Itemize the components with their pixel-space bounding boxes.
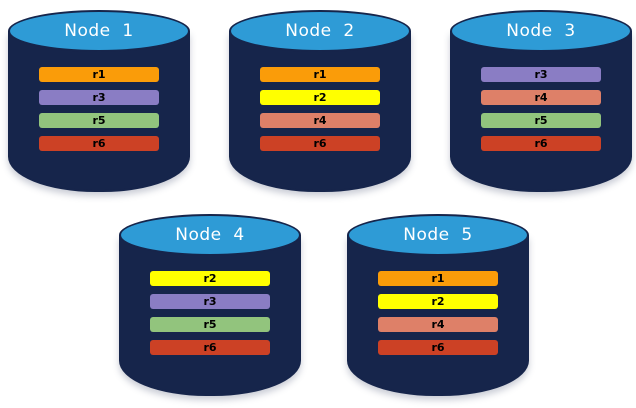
- replica-r5[interactable]: r5: [38, 113, 160, 128]
- cylinder-body: [347, 235, 529, 396]
- replica-r4[interactable]: r4: [480, 90, 602, 105]
- replica-r6[interactable]: r6: [377, 340, 499, 355]
- replica-r3[interactable]: r3: [149, 294, 271, 309]
- replica-r1[interactable]: r1: [38, 67, 160, 82]
- replica-r1[interactable]: r1: [259, 67, 381, 82]
- replica-list: r3 r4 r5 r6: [450, 67, 632, 151]
- replica-r6[interactable]: r6: [480, 136, 602, 151]
- replica-r4[interactable]: r4: [377, 317, 499, 332]
- replica-list: r1 r2 r4 r6: [347, 271, 529, 355]
- replica-r4[interactable]: r4: [259, 113, 381, 128]
- cylinder-top-ellipse: [347, 214, 529, 256]
- cylinder-top-ellipse: [8, 10, 190, 52]
- replica-list: r1 r2 r4 r6: [229, 67, 411, 151]
- replica-r3[interactable]: r3: [480, 67, 602, 82]
- replica-r6[interactable]: r6: [149, 340, 271, 355]
- cylinder-top-ellipse: [450, 10, 632, 52]
- cylinder-body: [229, 31, 411, 192]
- replica-list: r2 r3 r5 r6: [119, 271, 301, 355]
- replica-r6[interactable]: r6: [259, 136, 381, 151]
- cylinder-top-ellipse: [119, 214, 301, 256]
- replica-r5[interactable]: r5: [480, 113, 602, 128]
- replica-r2[interactable]: r2: [149, 271, 271, 286]
- cylinder-body: [450, 31, 632, 192]
- replica-r3[interactable]: r3: [38, 90, 160, 105]
- cylinder-top-ellipse: [229, 10, 411, 52]
- replica-r5[interactable]: r5: [149, 317, 271, 332]
- cylinder-body: [119, 235, 301, 396]
- replica-r2[interactable]: r2: [259, 90, 381, 105]
- replica-r6[interactable]: r6: [38, 136, 160, 151]
- replica-r1[interactable]: r1: [377, 271, 499, 286]
- replica-r2[interactable]: r2: [377, 294, 499, 309]
- replica-list: r1 r3 r5 r6: [8, 67, 190, 151]
